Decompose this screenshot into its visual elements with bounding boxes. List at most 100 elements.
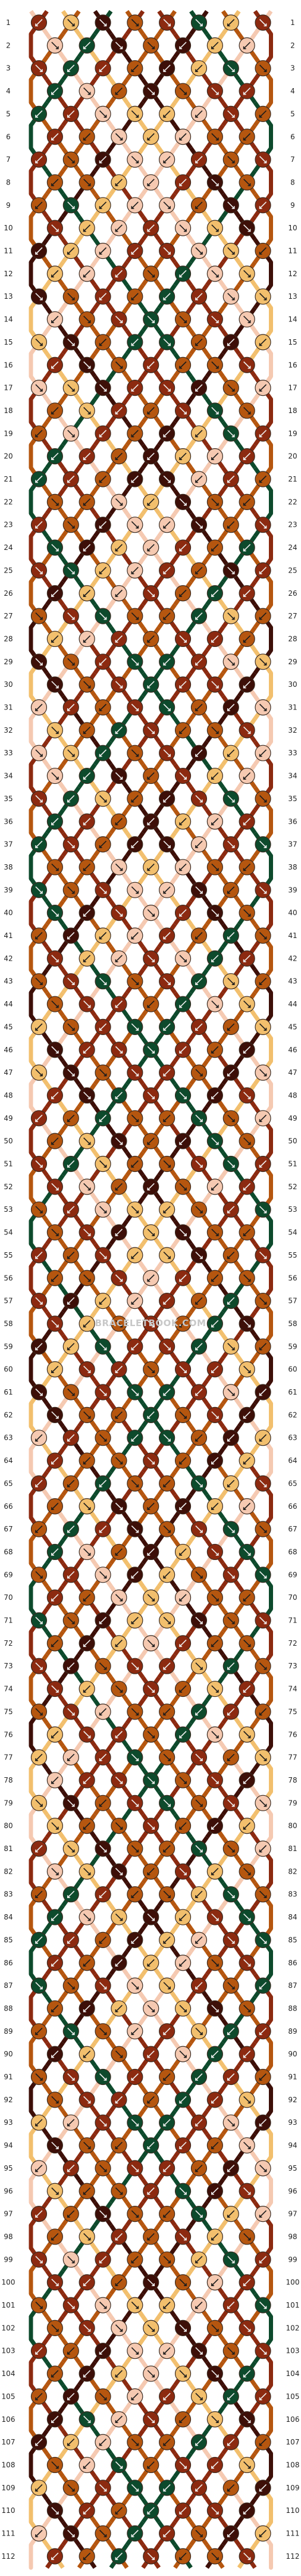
knot xyxy=(62,105,79,122)
backward-arrow-icon xyxy=(35,110,43,118)
forward-arrow-icon xyxy=(195,18,203,27)
knot xyxy=(95,562,111,579)
knot xyxy=(174,539,192,556)
arrow-head-icon xyxy=(211,777,214,780)
backward-arrow-icon xyxy=(83,589,91,597)
arrow-head-icon xyxy=(71,617,75,620)
knot xyxy=(239,265,255,282)
knot xyxy=(206,402,223,419)
arrow-head-icon xyxy=(35,1119,38,1123)
backward-arrow-icon xyxy=(195,156,203,164)
forward-arrow-icon xyxy=(83,1137,91,1145)
arrow-head-icon xyxy=(115,594,118,598)
arrow-head-icon xyxy=(184,92,187,95)
backward-arrow-icon xyxy=(259,201,267,209)
backward-arrow-icon xyxy=(179,818,187,826)
knot xyxy=(222,242,239,260)
forward-arrow-icon xyxy=(179,315,187,323)
knot xyxy=(190,105,208,122)
arrow-head-icon xyxy=(39,662,43,666)
forward-arrow-icon xyxy=(259,931,267,940)
backward-arrow-icon xyxy=(243,133,251,140)
backward-arrow-icon xyxy=(147,863,155,871)
backward-arrow-icon xyxy=(163,1023,171,1031)
knot xyxy=(190,379,208,396)
arrow-head-icon xyxy=(83,1051,86,1054)
backward-arrow-icon xyxy=(131,567,139,574)
knot xyxy=(111,402,127,419)
forward-arrow-icon xyxy=(259,521,267,529)
forward-arrow-icon xyxy=(259,1023,267,1031)
arrow-head-icon xyxy=(147,183,150,186)
forward-arrow-icon xyxy=(227,247,235,255)
arrow-head-icon xyxy=(83,914,86,917)
arrow-head-icon xyxy=(195,617,198,620)
forward-arrow-icon xyxy=(243,1137,251,1145)
knot xyxy=(62,562,79,579)
forward-arrow-icon xyxy=(227,156,235,164)
knot xyxy=(206,767,223,784)
arrow-head-icon xyxy=(136,890,139,894)
arrow-head-icon xyxy=(163,1119,167,1123)
backward-arrow-icon xyxy=(195,612,203,620)
arrow-head-icon xyxy=(227,343,230,346)
arrow-head-icon xyxy=(115,274,118,278)
arrow-head-icon xyxy=(99,434,102,437)
knot xyxy=(222,1110,239,1127)
arrow-head-icon xyxy=(83,731,86,734)
knot xyxy=(239,676,255,693)
knot xyxy=(111,265,127,282)
forward-arrow-icon xyxy=(147,589,155,597)
arrow-head-icon xyxy=(243,868,246,871)
forward-arrow-icon xyxy=(67,156,75,164)
knot xyxy=(79,174,95,191)
knot xyxy=(111,448,127,465)
arrow-head-icon xyxy=(231,617,235,620)
knot xyxy=(46,1042,63,1058)
knot xyxy=(30,471,48,487)
backward-arrow-icon xyxy=(131,475,139,483)
arrow-head-icon xyxy=(87,320,91,323)
knot xyxy=(159,1155,175,1173)
backward-arrow-icon xyxy=(51,1092,59,1099)
backward-arrow-icon xyxy=(35,18,43,27)
arrow-head-icon xyxy=(51,822,54,826)
knot xyxy=(206,83,223,99)
knot xyxy=(255,242,271,260)
knot xyxy=(174,950,192,967)
knot xyxy=(255,334,271,351)
arrow-head-icon xyxy=(99,526,102,529)
arrow-head-icon xyxy=(231,845,235,848)
forward-arrow-icon xyxy=(99,1160,107,1168)
arrow-head-icon xyxy=(184,502,187,506)
backward-arrow-icon xyxy=(115,1092,123,1099)
arrow-head-icon xyxy=(147,502,150,506)
backward-arrow-icon xyxy=(195,338,203,346)
arrow-head-icon xyxy=(264,297,267,301)
forward-arrow-icon xyxy=(83,179,91,186)
arrow-head-icon xyxy=(215,229,219,232)
arrow-head-icon xyxy=(104,114,107,118)
backward-arrow-icon xyxy=(99,704,107,711)
arrow-head-icon xyxy=(35,845,38,848)
backward-arrow-icon xyxy=(259,749,267,757)
backward-arrow-icon xyxy=(163,293,171,301)
knot xyxy=(222,1064,239,1081)
arrow-head-icon xyxy=(168,343,171,346)
knot xyxy=(159,608,175,624)
forward-arrow-icon xyxy=(211,179,219,186)
arrow-head-icon xyxy=(35,936,38,940)
arrow-head-icon xyxy=(55,1051,59,1054)
backward-arrow-icon xyxy=(195,977,203,985)
knot xyxy=(143,129,159,145)
knot xyxy=(95,1018,111,1036)
arrow-head-icon xyxy=(264,23,267,27)
backward-arrow-icon xyxy=(147,772,155,780)
arrow-head-icon xyxy=(55,868,59,871)
knot xyxy=(190,334,208,351)
knot xyxy=(143,1087,159,1104)
backward-arrow-icon xyxy=(51,407,59,415)
backward-arrow-icon xyxy=(259,612,267,620)
knot xyxy=(222,699,239,716)
arrow-head-icon xyxy=(35,434,38,437)
